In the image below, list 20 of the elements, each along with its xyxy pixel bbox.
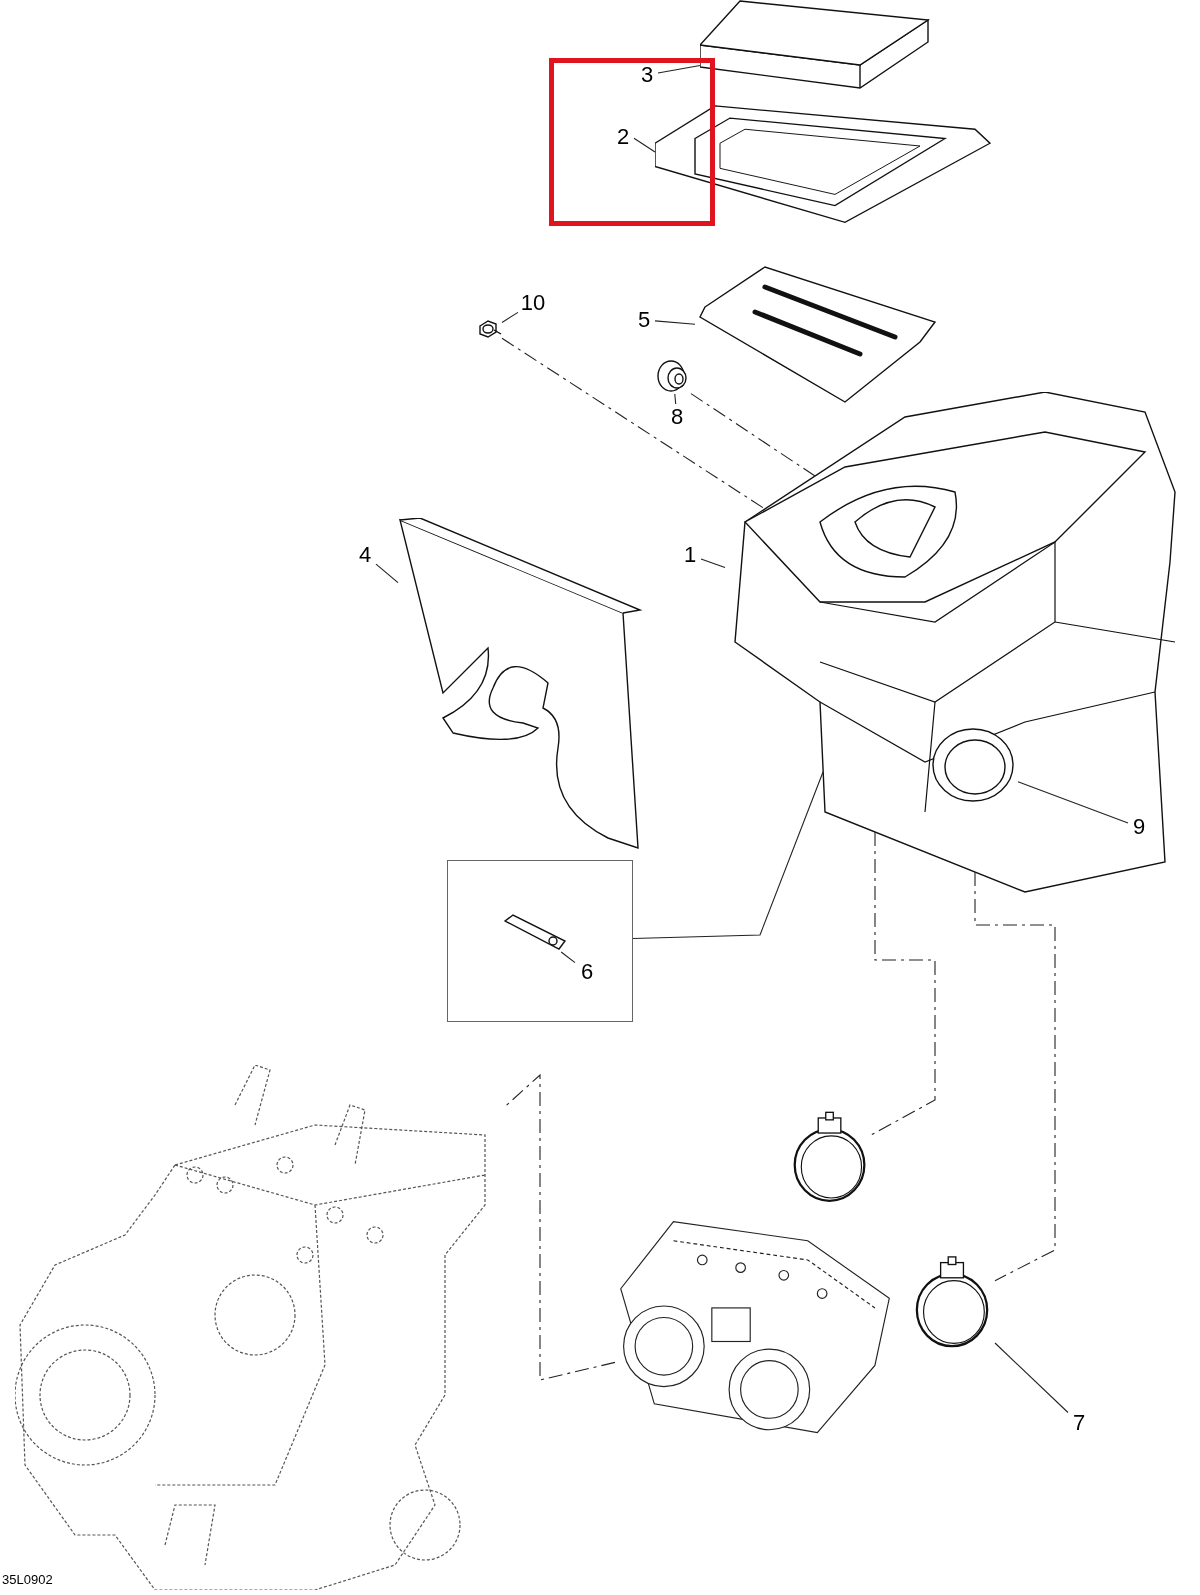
leader-line	[1017, 781, 1129, 824]
leader-line	[375, 563, 399, 584]
leader-line	[994, 1342, 1069, 1414]
alignment-line	[869, 831, 936, 1137]
leader-line	[633, 137, 656, 153]
leader-line	[560, 951, 576, 964]
leader-line	[700, 558, 726, 569]
detail-inset-frame	[447, 860, 633, 1022]
alignment-line	[974, 871, 1056, 1282]
alignment-line	[501, 337, 766, 510]
filter-cover-drawing	[700, 0, 930, 90]
alignment-line	[504, 1073, 616, 1381]
alignment-line	[690, 393, 816, 477]
leader-line	[674, 393, 677, 405]
leader-line	[501, 311, 519, 324]
leader-line	[654, 320, 696, 325]
leader-line	[657, 64, 701, 74]
clip-drawing	[503, 913, 569, 953]
leader-line	[632, 771, 824, 940]
drawing-number: 35L0902	[2, 1571, 53, 1589]
